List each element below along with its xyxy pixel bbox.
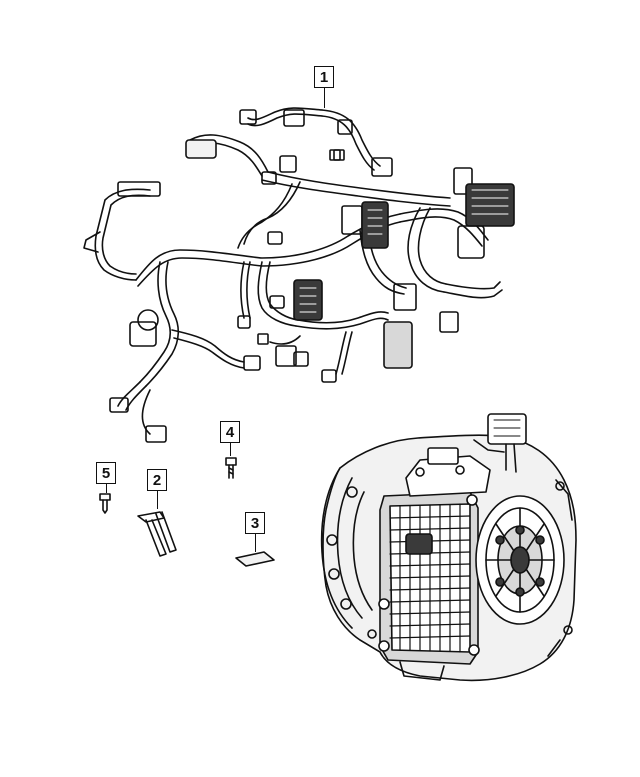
callout-4-label: 4 xyxy=(225,423,235,441)
wiring-harness-icon xyxy=(83,107,515,443)
callout-4: 4 xyxy=(220,421,240,443)
callout-1: 1 xyxy=(314,66,334,88)
callout-5-leader xyxy=(106,484,107,493)
bolt-icon xyxy=(225,457,237,479)
callout-2: 2 xyxy=(147,469,167,491)
callout-5: 5 xyxy=(96,462,116,484)
callout-2-leader xyxy=(157,491,158,509)
callout-3-label: 3 xyxy=(250,514,260,532)
transmission-assembly-icon xyxy=(320,413,577,682)
callout-3-leader xyxy=(255,534,256,552)
label-pad-icon xyxy=(235,551,275,567)
callout-1-label: 1 xyxy=(319,68,329,86)
bracket-clip-icon xyxy=(137,511,177,557)
screw-icon xyxy=(99,493,111,514)
callout-1-leader xyxy=(324,88,325,108)
callout-3: 3 xyxy=(245,512,265,534)
callout-2-label: 2 xyxy=(152,471,162,489)
callout-5-label: 5 xyxy=(101,464,111,482)
callout-4-leader xyxy=(230,443,231,456)
